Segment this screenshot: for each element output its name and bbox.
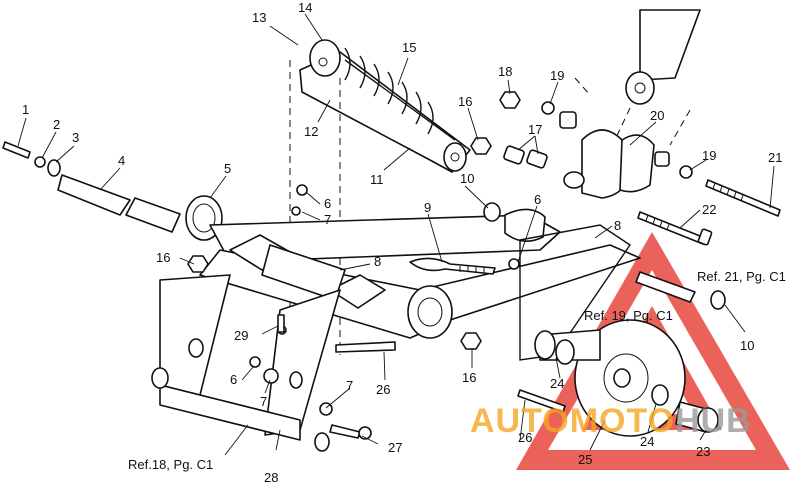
main-arm-frame [199, 184, 641, 361]
ref-21-page-c1: Ref. 21, Pg. C1 [697, 269, 786, 284]
upper-rail-assembly [470, 9, 781, 246]
callout-7-upper: 7 [324, 212, 331, 227]
callout-16-upper: 16 [458, 94, 472, 109]
ref-19-page-c1: Ref. 19, Pg. C1 [584, 308, 673, 323]
callout-24-right: 24 [640, 434, 654, 449]
callout-14: 14 [298, 0, 312, 15]
front-axle-shaft [2, 141, 223, 241]
callout-8-center: 8 [374, 254, 381, 269]
callout-16-left: 16 [156, 250, 170, 265]
leader-lines [17, 13, 775, 456]
watermark-text: AUTOMOTOHUB [470, 402, 752, 440]
callout-22: 22 [702, 202, 716, 217]
callout-29: 29 [234, 328, 248, 343]
callout-20: 20 [650, 108, 664, 123]
callout-1: 1 [22, 102, 29, 117]
callout-26-center: 26 [376, 382, 390, 397]
callout-27: 27 [388, 440, 402, 455]
callout-15: 15 [402, 40, 416, 55]
callout-6-upper: 6 [324, 196, 331, 211]
callout-17: 17 [528, 122, 542, 137]
callout-6-right: 6 [534, 192, 541, 207]
callout-7-mid: 7 [260, 394, 267, 409]
ref-18-page-c1: Ref.18, Pg. C1 [128, 457, 213, 472]
callout-4: 4 [118, 153, 125, 168]
watermark-text-orange: AUTOMOTO [470, 402, 675, 440]
watermark-text-gray: HUB [675, 402, 752, 440]
callout-19-upper: 19 [550, 68, 564, 83]
callout-21: 21 [768, 150, 782, 165]
callout-28: 28 [264, 470, 278, 484]
callout-24-left: 24 [550, 376, 564, 391]
callout-9: 9 [424, 200, 431, 215]
callout-5: 5 [224, 161, 231, 176]
callout-labels: 1 2 3 4 5 6 6 6 7 7 7 8 8 9 10 10 11 12 … [22, 0, 782, 484]
callout-25: 25 [578, 452, 592, 467]
callout-13: 13 [252, 10, 266, 25]
callout-18: 18 [498, 64, 512, 79]
callout-8-right: 8 [614, 218, 621, 233]
callout-6-lower: 6 [230, 372, 237, 387]
callout-10-right: 10 [740, 338, 754, 353]
callout-12: 12 [304, 124, 318, 139]
callout-19-right: 19 [702, 148, 716, 163]
callout-7-lower: 7 [346, 378, 353, 393]
callout-23: 23 [696, 444, 710, 459]
callout-16-lower: 16 [462, 370, 476, 385]
idler-wheel-assembly [517, 271, 726, 437]
callout-11: 11 [370, 172, 384, 187]
callout-10-upper: 10 [460, 171, 474, 186]
callout-3: 3 [72, 130, 79, 145]
shock-absorber [289, 39, 471, 355]
lower-arm [151, 255, 482, 452]
callout-2: 2 [53, 117, 60, 132]
callout-26-right: 26 [518, 430, 532, 445]
reference-notes: Ref. 21, Pg. C1 Ref. 19, Pg. C1 Ref.18, … [128, 269, 786, 472]
